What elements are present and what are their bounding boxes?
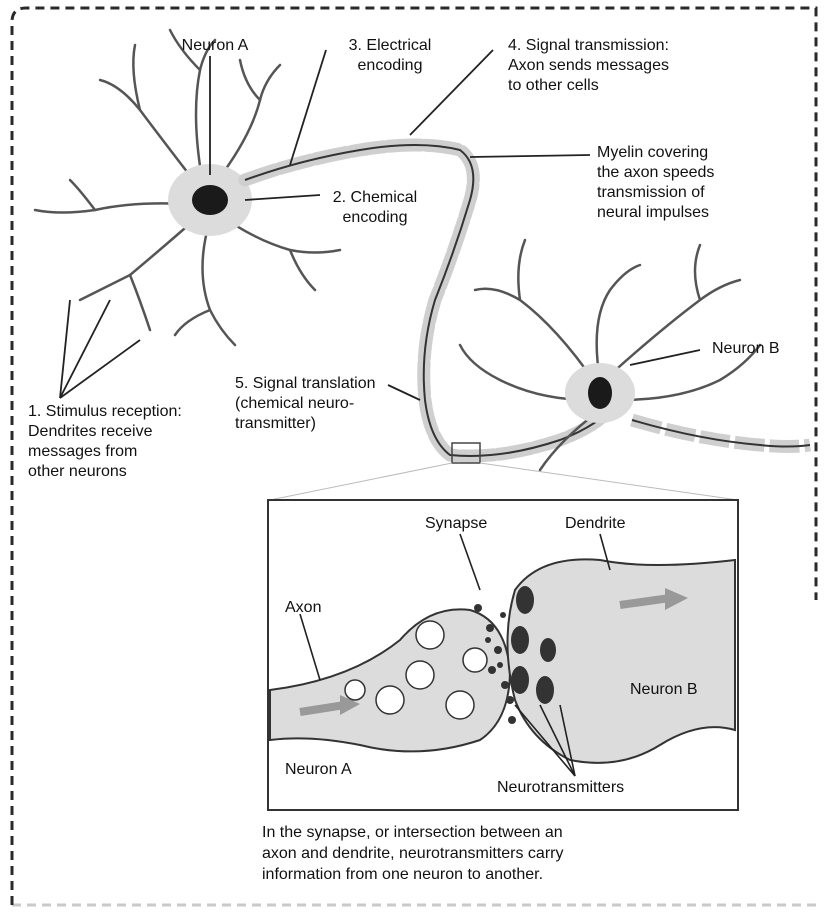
- inset-label-neuron-b: Neuron B: [630, 680, 730, 700]
- axon-b: [632, 420, 810, 447]
- figure-caption: In the synapse, or intersection between …: [262, 822, 732, 885]
- label-stimulus-reception: 1. Stimulus reception: Dendrites receive…: [28, 402, 258, 482]
- label-signal-translation: 5. Signal translation (chemical neuro- t…: [235, 374, 435, 434]
- label-chemical-encoding: 2. Chemical encoding: [320, 188, 430, 228]
- neuron-b-nucleus: [588, 377, 612, 409]
- inset-label-neurotransmitters: Neurotransmitters: [497, 778, 677, 798]
- inset-label-synapse: Synapse: [425, 514, 525, 534]
- inset-label-axon: Axon: [285, 598, 365, 618]
- label-signal-transmission: 4. Signal transmission: Axon sends messa…: [508, 36, 738, 96]
- inset-label-neuron-a: Neuron A: [285, 760, 385, 780]
- neuron-a-nucleus: [192, 185, 228, 215]
- label-myelin: Myelin covering the axon speeds transmis…: [597, 143, 787, 223]
- label-neuron-a: Neuron A: [160, 36, 270, 56]
- inset-label-dendrite: Dendrite: [565, 514, 665, 534]
- label-neuron-b: Neuron B: [712, 339, 822, 359]
- label-electrical-encoding: 3. Electrical encoding: [320, 36, 460, 76]
